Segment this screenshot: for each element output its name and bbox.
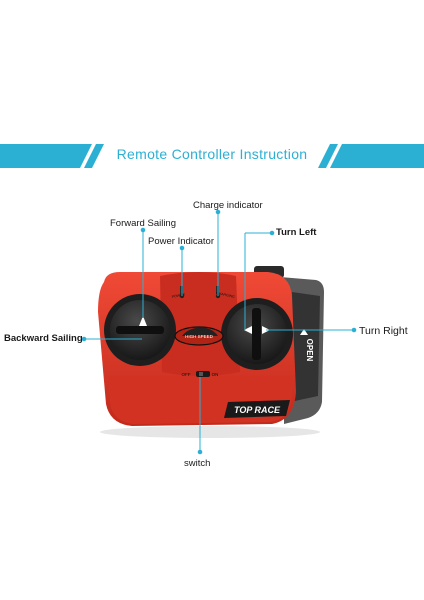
open-label: OPEN [305,339,314,362]
label-backward-sailing: Backward Sailing [4,333,83,344]
brand-logo-text: TOP RACE [234,405,281,415]
brand-logo [224,400,290,418]
label-power-indicator: Power Indicator [148,236,215,247]
left-joystick [104,294,176,366]
power-text: POWER [171,292,185,299]
label-charge-indicator: Charge indicator [193,200,263,211]
switch-off-text: OFF [182,372,191,377]
banner-title: Remote Controller Instruction [116,146,308,162]
callout-lines [81,209,357,455]
label-switch: switch [184,458,211,469]
power-switch[interactable] [196,371,210,377]
title-banner [0,144,424,168]
switch-on-text: ON [212,372,219,377]
high-speed-badge-text: HIGH SPEED [185,334,214,339]
charging-text: CHARGING [216,291,236,299]
right-joystick [221,298,293,370]
label-turn-right: Turn Right [359,325,408,337]
label-forward-sailing: Forward Sailing [110,218,176,229]
open-arrow-icon [300,329,308,335]
label-turn-left: Turn Left [276,227,317,238]
